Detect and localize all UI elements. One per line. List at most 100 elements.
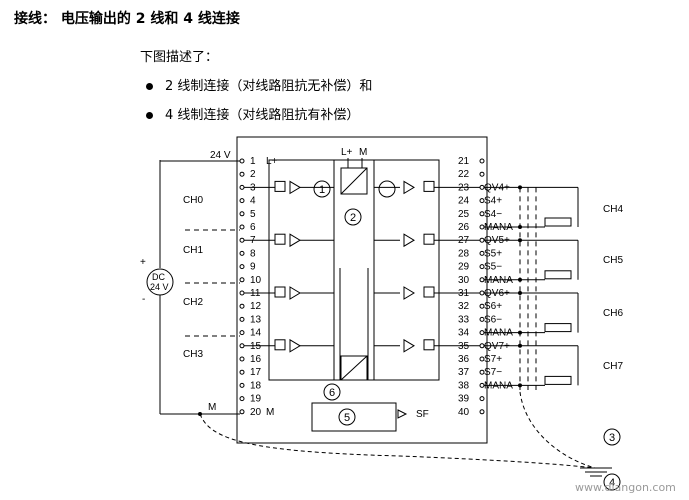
terminal-left-icon — [239, 198, 245, 204]
resistor-icon — [423, 180, 435, 192]
terminal-left-icon — [239, 356, 245, 362]
terminal-right-number: 37 — [458, 367, 470, 378]
callout-circle-icon — [603, 473, 621, 491]
channel-label-left: CH1 — [183, 245, 203, 256]
terminal-left-icon — [239, 290, 245, 296]
callout-number: 4 — [609, 477, 615, 489]
callout-circle-icon — [603, 428, 621, 446]
amplifier-icon — [403, 338, 415, 353]
terminal-left-number: 20 — [250, 407, 262, 418]
terminal-right-number: 25 — [458, 209, 470, 220]
dc-source-icon — [146, 268, 174, 296]
terminal-right-label: S5+ — [484, 248, 502, 259]
terminal-left-number: 6 — [250, 222, 256, 233]
resistor-icon — [274, 286, 286, 298]
amplifier-icon — [289, 286, 301, 300]
status-led-label: SF — [416, 409, 429, 420]
intro-text: 下图描述了： — [140, 50, 219, 65]
junction-dot-icon — [518, 277, 522, 282]
amplifier-icon — [289, 338, 301, 353]
terminal-left-label: L+ — [266, 156, 278, 167]
terminal-right-number: 33 — [458, 314, 470, 325]
terminal-right-icon — [479, 303, 485, 309]
ground-dashed-wire — [199, 413, 596, 469]
callout-number: 3 — [609, 432, 615, 444]
junction-dot-icon — [518, 238, 522, 243]
left-channel-block — [268, 159, 335, 381]
channel-label-right: CH5 — [603, 255, 623, 266]
terminal-right-number: 39 — [458, 394, 470, 405]
terminal-left-number: 18 — [250, 380, 262, 391]
terminal-left-number: 1 — [250, 156, 256, 167]
load-resistor-icon — [544, 217, 572, 227]
terminal-left-number: 5 — [250, 209, 256, 220]
terminal-right-icon — [479, 171, 485, 177]
terminal-right-icon — [479, 369, 485, 375]
callout-number: 5 — [344, 412, 350, 424]
channel-label-right: CH7 — [603, 361, 623, 372]
terminal-right-icon — [479, 316, 485, 322]
terminal-left-icon — [239, 316, 245, 322]
channel-label-right: CH4 — [603, 204, 623, 215]
terminal-right-label: S7+ — [484, 354, 502, 365]
amplifier-icon — [403, 286, 415, 300]
terminal-left-label: M — [266, 407, 274, 418]
watermark: www.diangon.com — [575, 481, 676, 494]
channel-label-left: CH0 — [183, 195, 203, 206]
channel-label-left: CH3 — [183, 349, 203, 360]
terminal-right-icon — [479, 158, 485, 164]
bus-m-label: M — [359, 147, 367, 158]
terminal-left-icon — [239, 224, 245, 230]
resistor-icon — [423, 286, 435, 298]
terminal-left-number: 13 — [250, 314, 262, 325]
right-channel-block — [373, 159, 440, 381]
terminal-left-icon — [239, 277, 245, 283]
terminal-right-label: S7− — [484, 367, 502, 378]
terminal-right-number: 40 — [458, 407, 470, 418]
terminal-left-number: 9 — [250, 262, 256, 273]
terminal-left-icon — [239, 396, 245, 402]
callout-number: 1 — [319, 184, 325, 196]
terminal-right-icon — [479, 409, 485, 415]
terminal-right-number: 38 — [458, 380, 470, 391]
plus-label: + — [140, 257, 146, 268]
status-box — [311, 402, 397, 432]
terminal-left-icon — [239, 237, 245, 243]
terminal-left-number: 10 — [250, 275, 262, 286]
terminal-left-icon — [239, 409, 245, 415]
terminal-left-number: 19 — [250, 394, 262, 405]
bullet-four-wire: 4 线制连接（对线路阻抗有补偿） — [146, 104, 359, 123]
terminal-right-number: 34 — [458, 328, 470, 339]
amplifier-icon — [403, 180, 415, 195]
junction-dot-icon — [518, 185, 522, 190]
terminal-left-number: 17 — [250, 367, 262, 378]
junction-dot-icon — [518, 330, 522, 335]
callout-circle-icon — [338, 408, 356, 426]
channel-label-left: CH2 — [183, 297, 203, 308]
dc-source-label: DC — [152, 272, 165, 282]
bullet-text: 2 线制连接（对线路阻抗无补偿）和 — [165, 79, 373, 94]
bullet-text: 4 线制连接（对线路阻抗有补偿） — [165, 108, 360, 123]
module-outline — [236, 136, 488, 444]
bullet-two-wire: 2 线制连接（对线路阻抗无补偿）和 — [146, 75, 372, 94]
terminal-left-icon — [239, 171, 245, 177]
terminal-right-label: S6− — [484, 314, 502, 325]
resistor-icon — [274, 339, 286, 351]
terminal-left-icon — [239, 264, 245, 270]
isolation-diagonal — [340, 355, 368, 381]
ground-dashed-wire-right — [519, 391, 596, 469]
callout-circle-icon — [344, 208, 362, 226]
load-resistor-icon — [544, 270, 572, 280]
junction-dot-icon — [518, 225, 522, 229]
terminal-left-icon — [239, 158, 245, 164]
load-resistor-icon — [544, 375, 572, 385]
terminal-right-number: 21 — [458, 156, 470, 167]
terminal-right-icon — [479, 264, 485, 270]
junction-dot-icon — [518, 383, 522, 388]
terminal-left-number: 2 — [250, 169, 256, 180]
terminal-left-icon — [239, 250, 245, 256]
terminal-left-icon — [239, 184, 245, 190]
supply-voltage-label: 24 V — [210, 150, 231, 161]
callout-circle-icon — [323, 383, 341, 401]
